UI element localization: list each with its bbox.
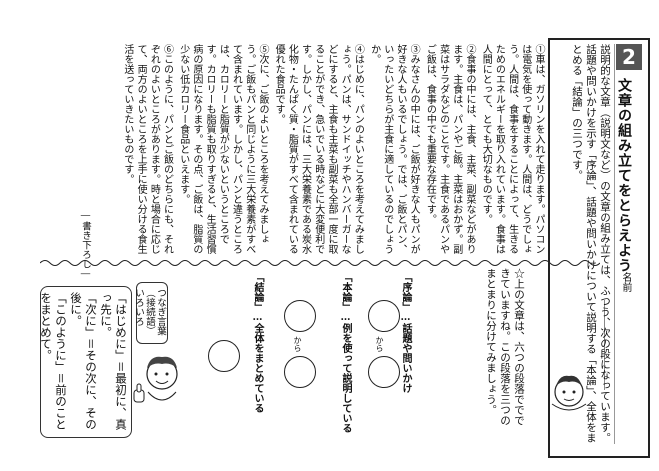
answer-circle-honron-1[interactable] — [284, 300, 316, 332]
credit: ―書き下ろし― — [80, 210, 91, 280]
paragraph-2: ②食事の中には、主食、主菜、副菜などがあります。主食は、パンやご飯。主菜はおかず… — [424, 44, 475, 254]
answer-circle-joron-2[interactable] — [368, 356, 400, 388]
header-box — [548, 38, 650, 458]
paragraph-6: ⑥このように、パンとご飯のどちらにも、それぞれのよいところがあります。時と場合に… — [121, 44, 173, 254]
kid-illustration — [551, 375, 587, 411]
tip-text: 「はじめに」＝最初に、真っ先に。 「次に」＝その次に、その後に。 「このように」… — [39, 292, 128, 432]
tip-line-1: 「はじめに」＝最初に、真っ先に。 — [99, 292, 128, 430]
wavy-divider — [40, 260, 600, 266]
name-label: 名前 — [620, 272, 631, 292]
passage: ①車は、ガソリンを入れて走ります。パソコンは電気を使って動きます。人間は、どうで… — [70, 44, 545, 254]
answer-circle-ketsuron[interactable] — [208, 340, 240, 372]
intro-text: 説明的な文章（説明文など）の文章の組み立ては、ふつう、次の段になっています。話題… — [556, 44, 615, 444]
section-label-honron: 「本論」…例を使って説明している — [340, 272, 351, 433]
kid-thumbsup-illustration — [133, 356, 178, 403]
name-field-line[interactable] — [604, 300, 605, 390]
tip-title-box — [136, 282, 168, 344]
paragraph-1: ①車は、ガソリンを入れて走ります。パソコンは電気を使って動きます。人間は、どうで… — [480, 44, 544, 254]
question-text: ☆上の文章は、六つの段落ででできていますね。この段落を三つのまとまりに分けてみま… — [485, 268, 525, 426]
tip-box — [40, 286, 132, 438]
page-title: 文章の組み立てをとらえよう — [616, 78, 632, 273]
section-label-joron: 「序論」…話題や問いかけ — [400, 272, 411, 393]
answer-circle-honron-2[interactable] — [284, 356, 316, 388]
worksheet-number-badge: 2 — [616, 44, 642, 70]
tip-title: つなぎ言葉（接続語）いろいろ — [133, 288, 166, 336]
paragraph-4: ④はじめに、パンのよいところを考えてみましょう。パンは、サンドイッチやハンバーガ… — [273, 44, 364, 254]
tip-line-2: 「次に」＝その次に、その後に。 — [69, 292, 98, 430]
kara-label: から — [293, 336, 302, 352]
tip-line-3: 「このように」＝前のことをまとめて。 — [39, 292, 68, 430]
answer-circle-joron-1[interactable] — [368, 300, 400, 332]
kara-label: から — [375, 336, 384, 352]
paragraph-3: ③みなさんの中には、ご飯が好きな人もパンが好きな人もいるでしょう。では、ご飯とパ… — [368, 44, 420, 254]
section-label-ketsuron: 「結論」…全体をまとめている — [252, 272, 263, 413]
paragraph-5: ⑤次に、ご飯のよいところを考えてみましょう。ご飯もパンと同じように三大栄養素がす… — [177, 44, 268, 254]
